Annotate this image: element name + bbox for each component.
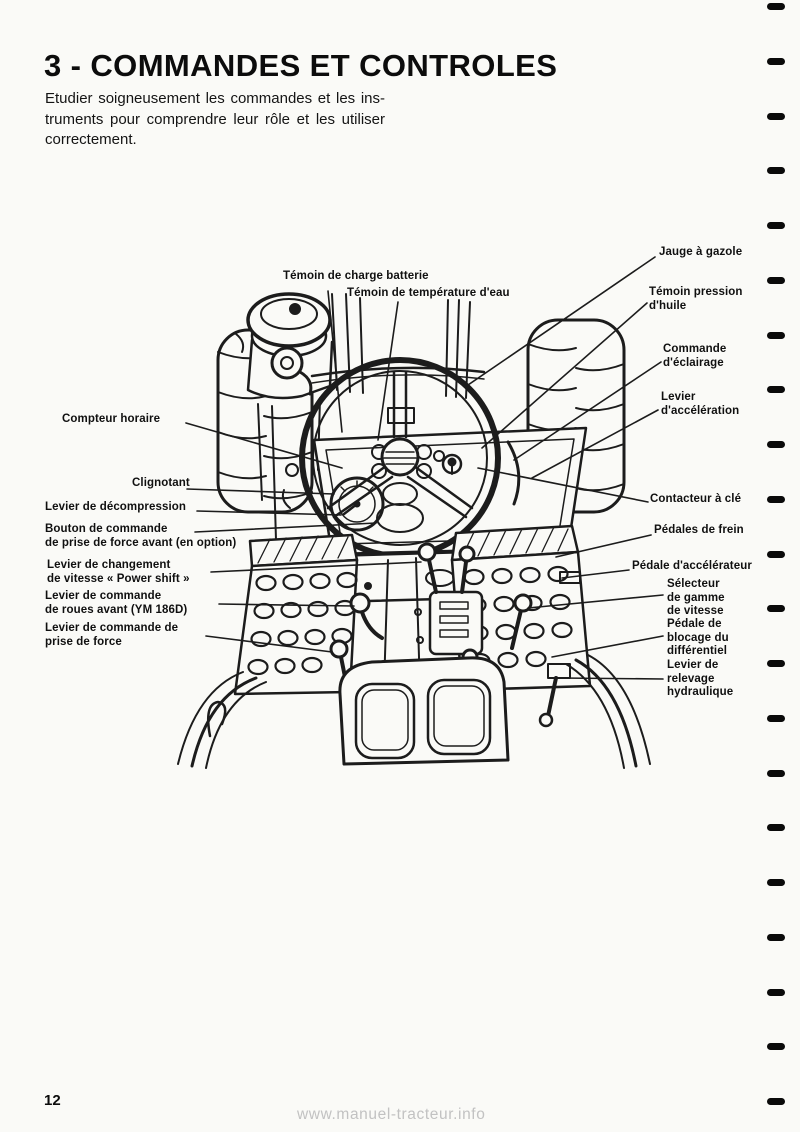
page-number: 12	[44, 1092, 61, 1109]
binding-mark	[767, 1043, 785, 1051]
label-levier-commande-pdf: Levier de commande de prise de force	[45, 622, 179, 648]
intro-line: Etudier soigneusement les commandes et l…	[45, 90, 385, 107]
label-temoin-pression-huile: Témoin pression d'huile	[649, 286, 743, 312]
intro-paragraph: Etudier soigneusement les commandes et l…	[45, 89, 385, 151]
left-fender	[177, 671, 267, 769]
binding-mark	[767, 605, 785, 613]
left-footplate	[233, 533, 359, 696]
binding-mark	[767, 660, 785, 667]
binding-mark	[767, 331, 785, 339]
page-title: 3 - COMMANDES ET CONTROLES	[44, 48, 558, 83]
label-levier-acceleration: Levier d'accélération	[661, 391, 740, 417]
leader-levier-commande-roues-avant	[218, 603, 355, 607]
label-commande-eclairage: Commande d'éclairage	[663, 343, 727, 369]
label-contacteur-a-cle: Contacteur à clé	[650, 493, 742, 505]
leader-pedale-blocage-differentiel	[551, 635, 664, 658]
binding-mark	[767, 495, 785, 503]
leader-temoin-pression-huile	[481, 302, 648, 449]
leader-temoin-temperature-eau	[377, 301, 399, 441]
intro-line: truments pour comprendre leur rôle et le…	[45, 110, 385, 128]
label-levier-relevage-hydraulique: Levier de relevage hydraulique	[667, 659, 734, 698]
binding-mark	[767, 386, 785, 394]
binding-mark	[767, 879, 785, 886]
leader-temoin-charge-batterie	[327, 290, 343, 433]
leader-clignotant	[186, 488, 335, 495]
leader-contacteur-a-cle	[477, 467, 649, 503]
watermark-url: www.manuel-tracteur.info	[297, 1106, 486, 1123]
label-jauge-a-gazole: Jauge à gazole	[659, 246, 743, 258]
seat	[338, 656, 510, 766]
label-levier-changement-vitesse: Levier de changement de vitesse « Power …	[47, 559, 190, 585]
binding-mark	[767, 222, 785, 229]
binding-mark	[767, 988, 785, 996]
label-temoin-temperature-eau: Témoin de température d'eau	[347, 287, 510, 299]
label-bouton-commande-pdf-avant: Bouton de commande de prise de force ava…	[45, 523, 237, 549]
binding-mark	[767, 3, 785, 10]
binding-mark	[767, 824, 785, 832]
leader-lines	[185, 256, 664, 680]
air-precleaner	[246, 292, 334, 400]
binding-mark	[767, 57, 785, 65]
right-fender	[565, 654, 651, 769]
binding-mark	[767, 276, 785, 284]
leader-bouton-commande-pdf-avant	[194, 522, 377, 533]
binding-mark	[767, 167, 785, 175]
label-selecteur-gamme-vitesse: Sélecteur de gamme de vitesse	[667, 578, 725, 617]
leader-jauge-a-gazole	[467, 256, 656, 386]
binding-mark	[767, 1098, 785, 1105]
label-levier-commande-roues-avant: Levier de commande de roues avant (YM 18…	[45, 590, 188, 616]
label-pedales-de-frein: Pédales de frein	[654, 524, 744, 536]
intro-line: correctement.	[45, 131, 137, 148]
label-compteur-horaire: Compteur horaire	[62, 413, 161, 425]
leader-selecteur-gamme-vitesse	[527, 594, 664, 609]
binding-mark	[767, 112, 785, 120]
binding-mark	[767, 714, 785, 722]
label-clignotant: Clignotant	[132, 477, 190, 489]
leader-levier-acceleration	[531, 409, 659, 479]
leader-commande-eclairage	[513, 361, 662, 461]
binding-mark	[767, 550, 785, 558]
leader-levier-relevage-hydraulique	[559, 677, 664, 680]
label-levier-decompression: Levier de décompression	[45, 501, 186, 513]
leader-levier-changement-vitesse	[210, 561, 422, 573]
binding-mark	[767, 441, 785, 448]
binding-mark	[767, 769, 785, 777]
leader-compteur-horaire	[185, 422, 343, 469]
leader-pedales-de-frein	[555, 534, 652, 558]
leader-levier-commande-pdf	[205, 635, 333, 653]
binding-mark	[767, 933, 785, 941]
leader-pedale-accelerateur	[561, 569, 630, 579]
label-pedale-blocage-differentiel: Pédale de blocage du différentiel	[667, 618, 729, 657]
label-temoin-charge-batterie: Témoin de charge batterie	[283, 270, 429, 282]
leader-levier-decompression	[196, 510, 342, 516]
levers	[329, 542, 571, 728]
label-pedale-accelerateur: Pédale d'accélérateur	[632, 560, 752, 572]
